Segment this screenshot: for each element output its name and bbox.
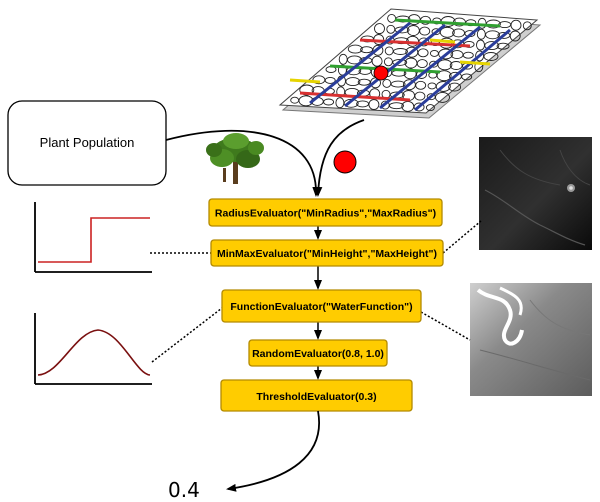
heightmap-connector: [442, 220, 482, 254]
plant-circle: [416, 59, 428, 69]
plant-circle: [389, 102, 404, 110]
radius-evaluator-label: RadiusEvaluator("MinRadius","MaxRadius"): [215, 208, 436, 220]
output-value: 0.4: [168, 478, 200, 502]
bell-curve-plot: [34, 313, 152, 385]
step-curve: [38, 217, 150, 263]
plant-circle: [324, 76, 336, 84]
plant-circle: [323, 98, 335, 106]
plant-grid-illustration: [278, 8, 542, 119]
plant-circle: [390, 80, 406, 88]
plant-circle: [438, 48, 454, 60]
plant-circle: [510, 19, 522, 31]
bell-curve: [37, 329, 151, 376]
minmax-evaluator-label: MinMaxEvaluator("MinHeight","MaxHeight"): [217, 248, 437, 260]
plant-circle: [414, 91, 426, 101]
plant-circle: [509, 30, 521, 42]
plant-circle: [435, 91, 450, 103]
water-map-image: [470, 283, 592, 396]
minmax-evaluator-box: MinMaxEvaluator("MinHeight","MaxHeight"): [210, 239, 444, 267]
radius-evaluator-box: RadiusEvaluator("MinRadius","MaxRadius"): [208, 198, 443, 227]
plant-circle: [393, 48, 408, 55]
plant-circle: [435, 81, 451, 92]
plant-circle: [371, 55, 383, 67]
tree-icon: [206, 133, 264, 184]
plant-circle: [475, 50, 485, 62]
plant-circle: [419, 26, 431, 36]
plant-circle: [461, 73, 473, 81]
plant-circle: [413, 102, 425, 112]
threshold-evaluator-label: ThresholdEvaluator(0.3): [256, 391, 376, 403]
plant-circle: [415, 80, 427, 90]
plant-circle: [522, 21, 532, 31]
plant-circle: [299, 84, 315, 96]
plant-circle: [439, 26, 455, 38]
threshold-evaluator-box: ThresholdEvaluator(0.3): [220, 379, 413, 412]
grid-arrow: [314, 119, 365, 197]
step-function-plot: [34, 202, 152, 273]
plant-circle: [394, 26, 410, 34]
plant-circle: [485, 30, 501, 40]
plant-circle: [392, 58, 408, 66]
plant-circle: [372, 44, 384, 56]
plant-circle: [347, 44, 363, 54]
plant-circle: [448, 82, 462, 92]
plant-circle: [496, 42, 510, 50]
output-arrow: [226, 410, 320, 492]
random-evaluator-label: RandomEvaluator(0.8, 1.0): [252, 348, 384, 360]
plant-circle: [483, 52, 499, 61]
plant-circle: [474, 61, 484, 73]
selected-plant-marker: [373, 65, 389, 81]
bell-plot-connector: [151, 307, 223, 363]
function-evaluator-box: FunctionEvaluator("WaterFunction"): [221, 289, 422, 323]
plant-circle: [437, 59, 453, 71]
plant-circle: [425, 104, 435, 112]
random-evaluator-box: RandomEvaluator(0.8, 1.0): [248, 339, 388, 367]
population-arrow: [165, 129, 321, 197]
plant-circle: [484, 41, 500, 51]
plant-population-label: Plant Population: [40, 135, 135, 150]
plant-population-box: Plant Population: [7, 100, 167, 186]
red-marker: [333, 150, 357, 174]
watermap-connector: [420, 311, 471, 341]
evaluator-pipeline: RadiusEvaluator("MinRadius","MaxRadius")…: [208, 198, 444, 412]
function-evaluator-label: FunctionEvaluator("WaterFunction"): [230, 301, 412, 313]
plant-circle: [374, 23, 385, 35]
heightmap-image: [479, 137, 592, 250]
plant-circle: [345, 77, 361, 87]
plant-circle: [368, 99, 380, 110]
plant-circle: [462, 51, 474, 59]
plant-circle: [417, 48, 429, 58]
plant-circle: [436, 70, 452, 82]
